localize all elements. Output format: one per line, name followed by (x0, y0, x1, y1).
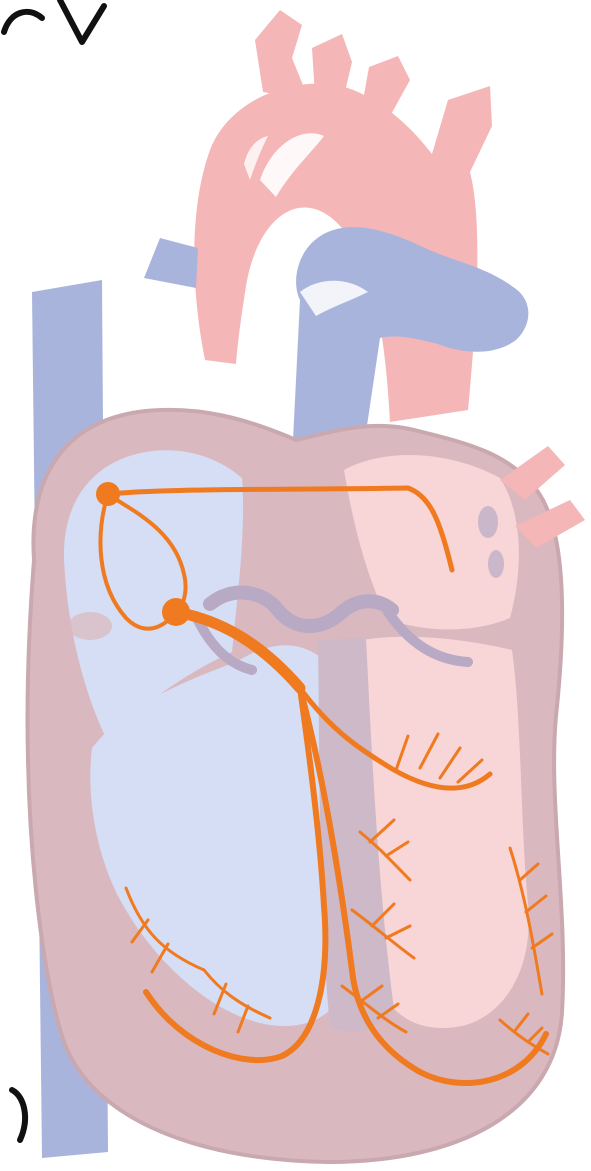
left-atrial-opening-2 (488, 550, 504, 578)
sinoatrial-node-icon (96, 482, 120, 506)
atrioventricular-node-icon (162, 598, 190, 626)
right-atrial-opening (68, 612, 112, 640)
left-atrial-opening-1 (478, 506, 498, 538)
